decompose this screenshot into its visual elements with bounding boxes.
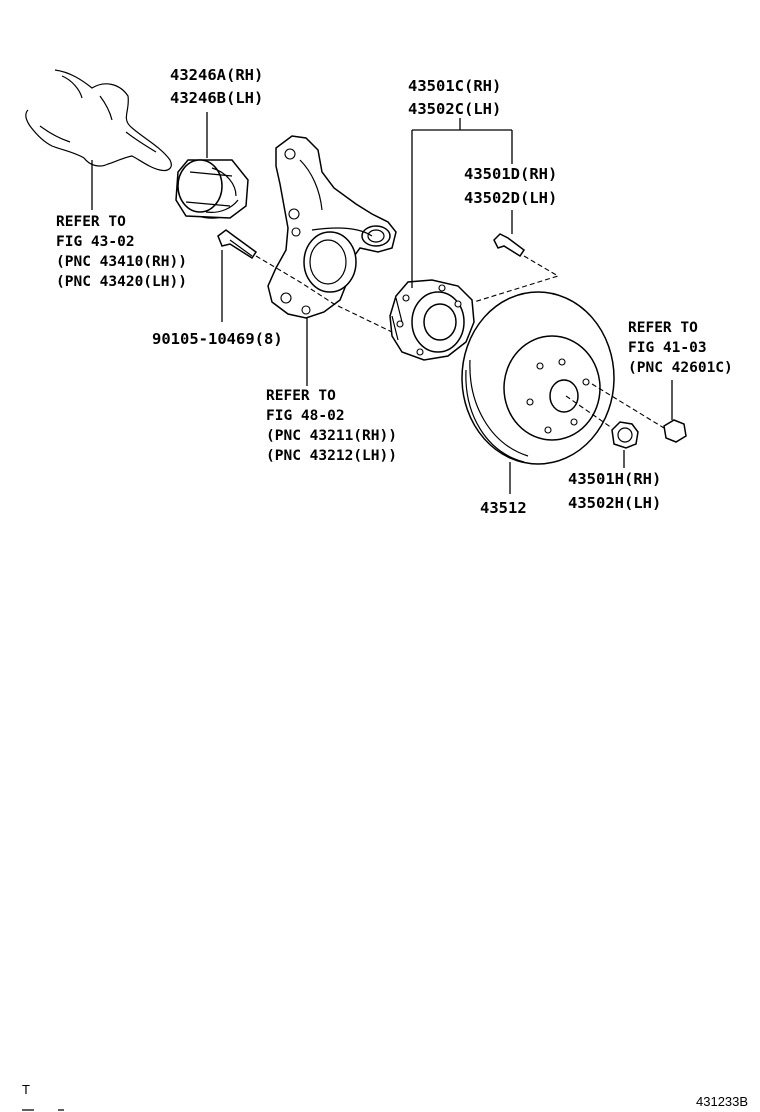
hub-label-rh: 43501C(RH) [408,77,501,95]
steering-knuckle[interactable] [267,135,397,319]
refer-shaft-line-1: REFER TO [56,214,126,230]
refer-knuckle-line-4: (PNC 43212(LH)) [266,448,397,464]
refer-shaft-line-2: FIG 43-02 [56,234,135,250]
refer-shaft-line-3: (PNC 43410(RH)) [56,254,187,270]
refer-knuckle-line-2: FIG 48-02 [266,408,345,424]
assembly-lines [255,255,665,429]
refer-cover-line-3: (PNC 42601C) [628,360,733,376]
figure-id: 431233B [696,1094,748,1109]
refer-knuckle-line-3: (PNC 43211(RH)) [266,428,397,444]
nut-label-rh: 43501H(RH) [568,470,661,488]
hub-bolt-label-lh: 43502D(LH) [464,189,557,207]
corner-mark: T [22,1082,30,1097]
seal-label-lh: 43246B(LH) [170,89,263,107]
oil-seal[interactable] [175,159,249,219]
axle-hub[interactable] [389,279,475,361]
nut-label-lh: 43502H(LH) [568,494,661,512]
disc-label: 43512 [480,499,527,517]
refer-cover-line-2: FIG 41-03 [628,340,707,356]
knuckle-bolt[interactable] [217,229,258,260]
hub-label-lh: 43502C(LH) [408,100,501,118]
brake-disc[interactable] [461,291,615,465]
leader-lines [91,112,673,494]
refer-cover-line-1: REFER TO [628,320,698,336]
hub-nut[interactable] [611,421,639,449]
dust-cover-screw[interactable] [663,419,687,443]
drive-shaft-outline [25,69,172,172]
refer-knuckle-line-1: REFER TO [266,388,336,404]
hub-bolt[interactable] [493,233,526,258]
knuckle-bolt-label: 90105-10469(8) [152,330,283,348]
seal-label-rh: 43246A(RH) [170,66,263,84]
hub-bolt-label-rh: 43501D(RH) [464,165,557,183]
refer-shaft-line-4: (PNC 43420(LH)) [56,274,187,290]
